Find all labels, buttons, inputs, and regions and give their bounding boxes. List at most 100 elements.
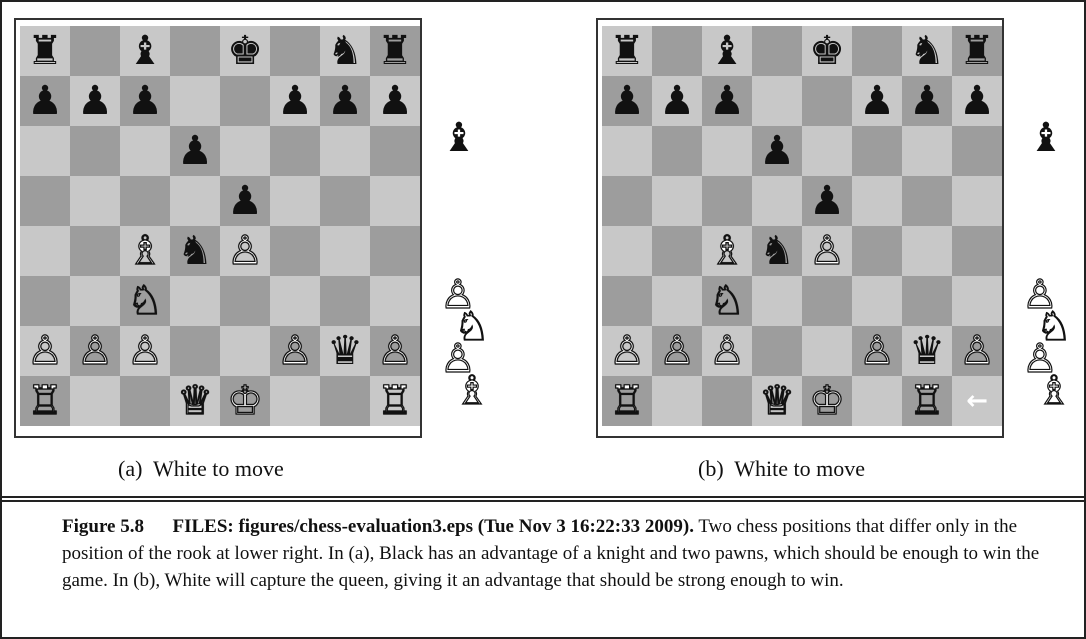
square: ♙: [220, 226, 270, 276]
square: ♟: [320, 76, 370, 126]
square: ♟: [852, 76, 902, 126]
square: ♟: [20, 76, 70, 126]
white-king-icon: ♔: [809, 381, 845, 421]
square: [752, 276, 802, 326]
square: [952, 176, 1002, 226]
black-pawn-icon: ♟: [327, 81, 363, 121]
white-pawn-icon: ♙: [277, 331, 313, 371]
square: [170, 26, 220, 76]
square: ♔: [220, 376, 270, 426]
square: ♟: [902, 76, 952, 126]
black-knight-icon: ♞: [177, 231, 213, 271]
white-pawn-icon: ♙: [377, 331, 413, 371]
square: [220, 276, 270, 326]
board-grid: ♜♝♚♞♜♟♟♟♟♟♟♟♟♗♞♙♘♙♙♙♙♛♙♖♕♔♖←: [602, 26, 1002, 426]
captured-black-bishop-icon: ♝: [1028, 118, 1064, 158]
square: ♟: [120, 76, 170, 126]
captured-white-b: ♙♘♙♗: [1022, 275, 1072, 411]
square: [170, 276, 220, 326]
black-king-icon: ♚: [809, 31, 845, 71]
square: ♟: [952, 76, 1002, 126]
square: [220, 126, 270, 176]
board-a-caption: (a) White to move: [118, 456, 284, 482]
white-pawn-icon: ♙: [809, 231, 845, 271]
square: [652, 276, 702, 326]
square: ♙: [652, 326, 702, 376]
black-rook-icon: ♜: [377, 31, 413, 71]
board-b-caption-text: White to move: [734, 456, 865, 481]
square: ♘: [702, 276, 752, 326]
captured-white-bishop-icon: ♗: [454, 371, 490, 411]
square: [70, 276, 120, 326]
square: [902, 126, 952, 176]
square: ♙: [20, 326, 70, 376]
square: [320, 376, 370, 426]
square: ♚: [220, 26, 270, 76]
black-pawn-icon: ♟: [909, 81, 945, 121]
square: ♟: [170, 126, 220, 176]
black-pawn-icon: ♟: [77, 81, 113, 121]
captured-black-bishop-icon: ♝: [441, 118, 477, 158]
square: ♜: [952, 26, 1002, 76]
square: [602, 176, 652, 226]
square: [270, 276, 320, 326]
white-pawn-icon: ♙: [227, 231, 263, 271]
square: [20, 126, 70, 176]
white-pawn-icon: ♙: [27, 331, 63, 371]
square: ♟: [70, 76, 120, 126]
square: [270, 226, 320, 276]
white-pawn-icon: ♙: [609, 331, 645, 371]
black-pawn-icon: ♟: [959, 81, 995, 121]
square: ♜: [602, 26, 652, 76]
black-knight-icon: ♞: [327, 31, 363, 71]
square: [20, 176, 70, 226]
caption-divider: [2, 496, 1084, 502]
square: ♕: [170, 376, 220, 426]
captured-black-a: ♝: [441, 118, 477, 158]
white-queen-icon: ♕: [177, 381, 213, 421]
white-pawn-icon: ♙: [959, 331, 995, 371]
square: [370, 226, 420, 276]
square: ♟: [802, 176, 852, 226]
black-queen-icon: ♛: [909, 331, 945, 371]
board-b-label: (b): [698, 456, 724, 481]
square: ♟: [270, 76, 320, 126]
square: [220, 326, 270, 376]
black-pawn-icon: ♟: [809, 181, 845, 221]
white-queen-icon: ♕: [759, 381, 795, 421]
captured-white-bishop-icon: ♗: [1036, 371, 1072, 411]
square: ♔: [802, 376, 852, 426]
square: [802, 126, 852, 176]
square: [852, 276, 902, 326]
black-knight-icon: ♞: [909, 31, 945, 71]
white-pawn-icon: ♙: [77, 331, 113, 371]
square: ♟: [602, 76, 652, 126]
black-pawn-icon: ♟: [227, 181, 263, 221]
square: [852, 226, 902, 276]
square: [802, 326, 852, 376]
square: ♘: [120, 276, 170, 326]
square: [702, 376, 752, 426]
black-pawn-icon: ♟: [27, 81, 63, 121]
square: [270, 126, 320, 176]
square: [952, 276, 1002, 326]
square: ♙: [120, 326, 170, 376]
board-a-label: (a): [118, 456, 142, 481]
black-pawn-icon: ♟: [709, 81, 745, 121]
square: ♕: [752, 376, 802, 426]
square: ♚: [802, 26, 852, 76]
square: [652, 176, 702, 226]
square: [752, 176, 802, 226]
black-rook-icon: ♜: [609, 31, 645, 71]
square: [70, 26, 120, 76]
square: [270, 176, 320, 226]
square: ♟: [652, 76, 702, 126]
chess-board-a: ♜♝♚♞♜♟♟♟♟♟♟♟♟♗♞♙♘♙♙♙♙♛♙♖♕♔♖: [14, 18, 422, 438]
square: [652, 126, 702, 176]
square: ♝: [702, 26, 752, 76]
square: [752, 326, 802, 376]
square: [802, 76, 852, 126]
square: ♙: [852, 326, 902, 376]
square: ←: [952, 376, 1002, 426]
black-pawn-icon: ♟: [759, 131, 795, 171]
